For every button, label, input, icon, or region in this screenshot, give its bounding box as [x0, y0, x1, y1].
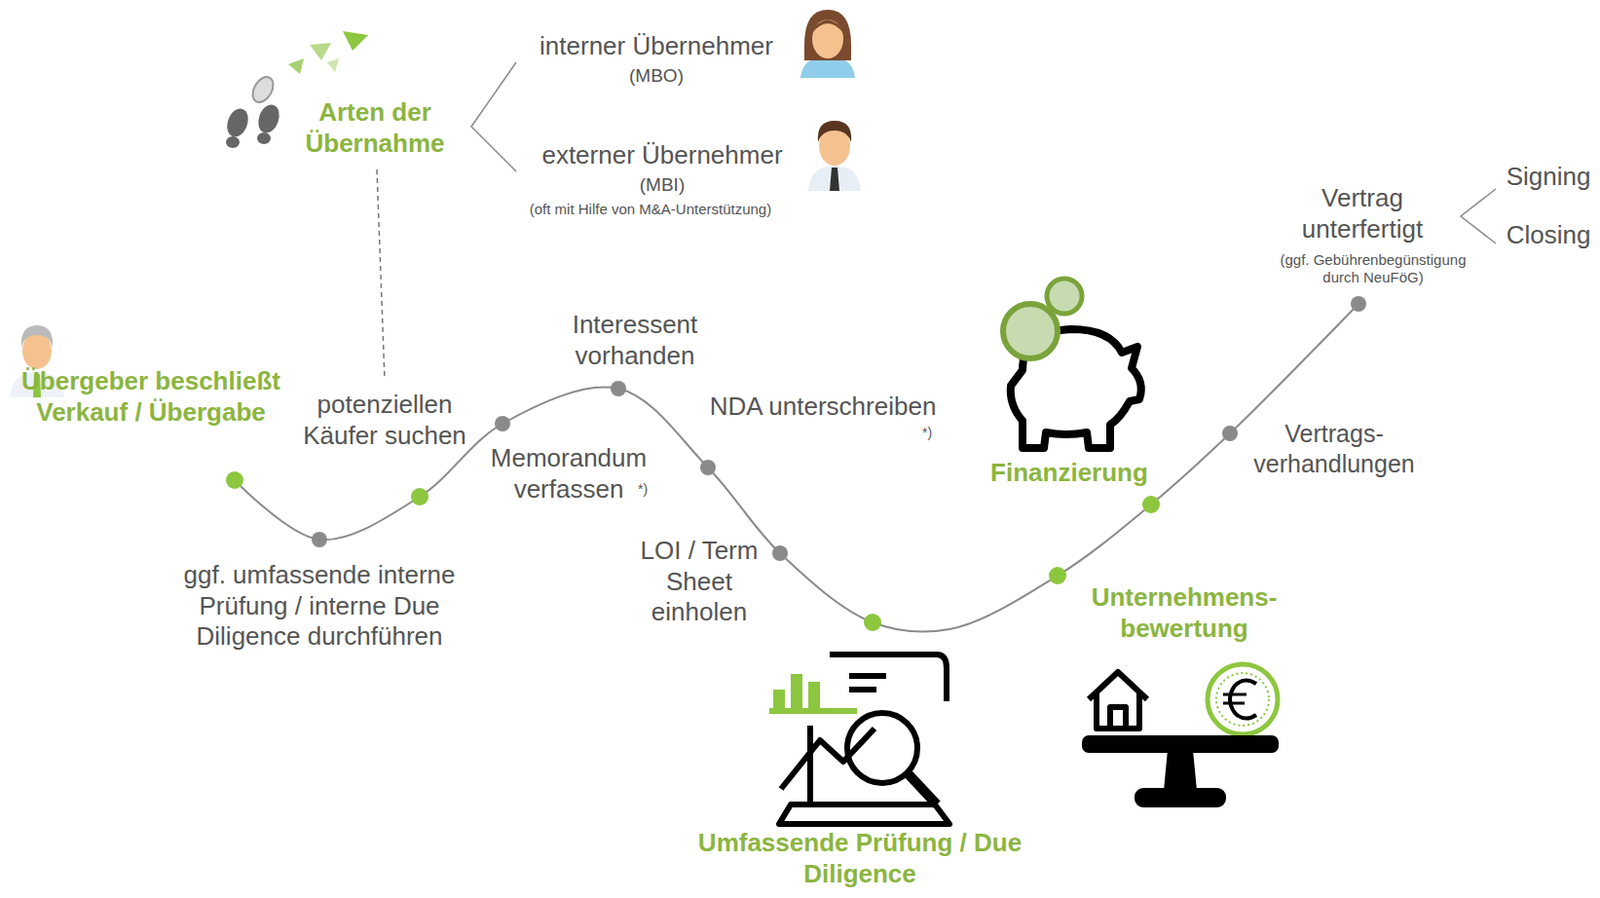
step-dot [410, 487, 429, 506]
step-note: (ggf. Gebührenbegünstigung durch NeuFöG) [1264, 251, 1484, 288]
valuation-icon [1229, 679, 1257, 718]
valuation-icon [1084, 664, 1278, 805]
due-diligence-icon [849, 672, 887, 679]
person-icon [812, 19, 844, 59]
footnote-mark: *) [922, 424, 932, 442]
step-dot [1350, 296, 1367, 312]
person-icon [804, 9, 852, 61]
option-label: Closing [1506, 220, 1592, 252]
step-dot [494, 415, 511, 432]
person-icon [829, 167, 840, 191]
option-abbrev: (MBI) [639, 173, 685, 196]
step-dot [610, 380, 627, 397]
valuation-icon [1223, 702, 1245, 706]
step-dot [700, 459, 716, 476]
footprints-icon [342, 31, 369, 51]
bracket [1460, 188, 1496, 244]
person-icon [818, 120, 852, 143]
footprints-icon [254, 101, 283, 136]
step-label: ggf. umfassende interne Prüfung / intern… [173, 559, 466, 653]
piggy-bank-icon [1046, 278, 1082, 314]
due-diligence-icon [829, 654, 947, 702]
footprints-icon [223, 105, 252, 140]
option-abbrev: (MBO) [629, 64, 684, 87]
due-diligence-icon [907, 773, 937, 805]
piggy-bank-icon [1003, 278, 1142, 448]
due-diligence-icon [779, 804, 950, 824]
step-dot [1222, 425, 1238, 442]
option-label: interner Übernehmer [539, 31, 774, 63]
person-icon [812, 19, 844, 34]
option-note: (oft mit Hilfe von M&A-Unterstützung) [529, 200, 772, 219]
footprints-icon [288, 58, 304, 75]
milestone-label: Übergeber beschließt Verkauf / Übergabe [9, 366, 293, 428]
section-heading: Arten der Übernahme [277, 97, 473, 159]
footprints-icon [225, 136, 240, 149]
bracket [471, 62, 517, 172]
valuation-icon [1223, 693, 1247, 697]
piggy-bank-icon [1003, 303, 1058, 359]
step-label: Vertrags- verhandlungen [1227, 418, 1442, 479]
due-diligence-icon [781, 728, 875, 789]
footprints-icon [248, 73, 278, 106]
milestone-label: Umfassende Prüfung / Due Diligence [674, 827, 1045, 890]
valuation-icon [1166, 749, 1194, 791]
step-dot [1048, 566, 1067, 585]
due-diligence-icon [808, 681, 820, 709]
valuation-icon [1207, 664, 1278, 735]
step-label: LOI / Term Sheet einholen [619, 535, 781, 629]
valuation-icon [1216, 672, 1269, 726]
valuation-icon [1084, 738, 1276, 750]
valuation-icon [1110, 706, 1126, 729]
step-label: NDA unterschreiben [706, 391, 940, 423]
due-diligence-icon [769, 654, 950, 824]
footnote-mark: *) [637, 481, 648, 498]
step-dot [772, 545, 788, 561]
footprints-icon [257, 132, 271, 145]
person-icon [808, 120, 861, 191]
step-dot [225, 471, 244, 489]
step-label: Vertrag unterfertigt [1269, 183, 1455, 245]
step-label: potenziellen Käufer suchen [299, 389, 471, 451]
due-diligence-icon [773, 689, 785, 709]
person-icon [800, 9, 856, 78]
step-dot [1142, 495, 1160, 514]
due-diligence-icon [769, 707, 857, 714]
person-icon [21, 325, 53, 349]
footprints-icon [309, 42, 332, 61]
step-dot [311, 531, 328, 548]
option-label: externer Übernehmer [541, 140, 782, 172]
valuation-icon [1096, 693, 1140, 729]
leader-line [376, 169, 385, 380]
milestone-label: Unternehmens- bewertung [1067, 582, 1302, 644]
option-label: Signing [1506, 161, 1592, 193]
valuation-icon [1137, 790, 1224, 805]
due-diligence-icon [849, 686, 877, 693]
due-diligence-icon [847, 712, 918, 783]
step-label: Interessent vorhanden [550, 309, 721, 372]
person-icon [808, 165, 861, 191]
milestone-label: Finanzierung [990, 457, 1149, 489]
step-label: Memorandum verfassen [474, 443, 665, 505]
step-dot [863, 613, 882, 632]
due-diligence-icon [790, 673, 803, 709]
due-diligence-icon [807, 725, 814, 805]
footprints-icon [327, 58, 339, 73]
